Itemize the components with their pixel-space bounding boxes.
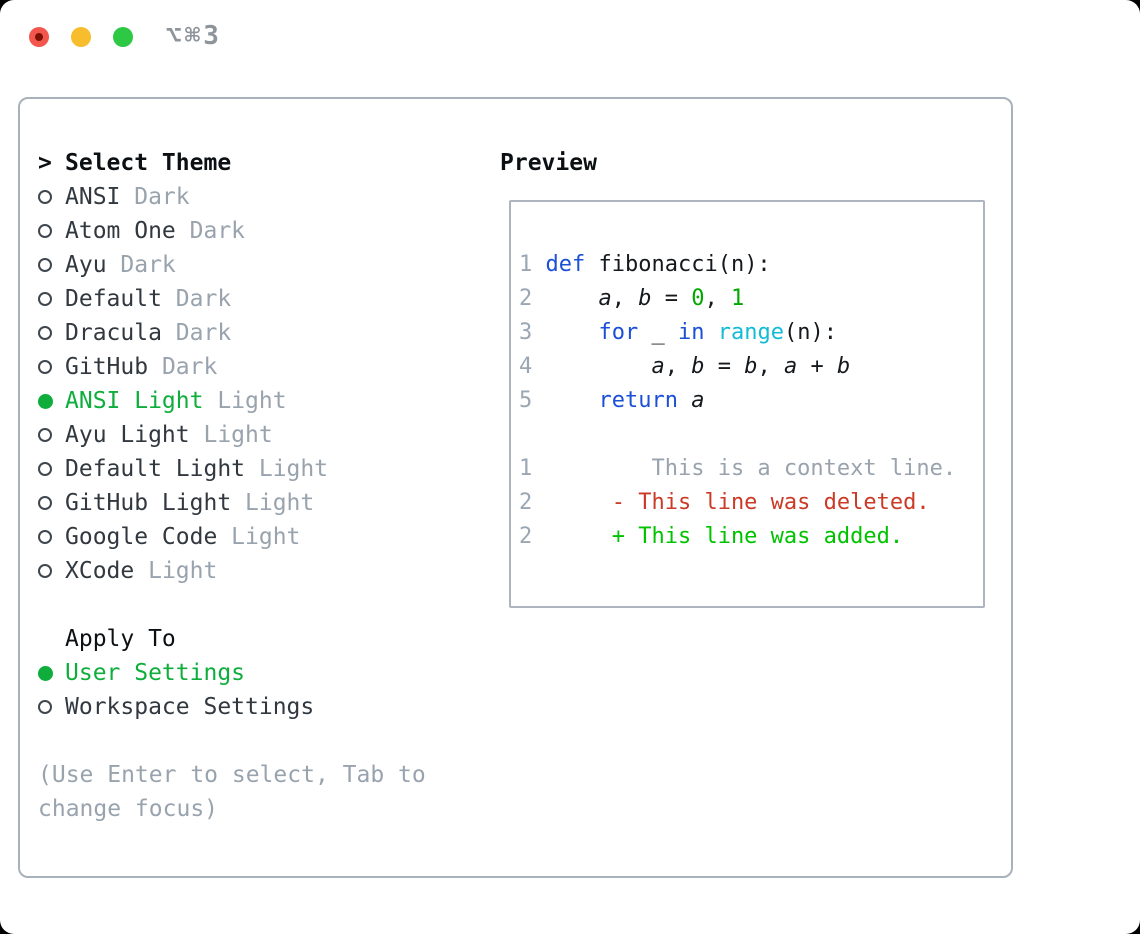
radio-marker — [38, 258, 65, 272]
traffic-lights — [29, 27, 133, 47]
theme-name: Default Light — [65, 456, 246, 482]
code-line: 2 - This line was deleted. — [519, 490, 930, 515]
apply-to-label: User Settings — [65, 660, 246, 686]
radio-marker — [38, 360, 65, 374]
radio-unselected-icon — [38, 530, 52, 544]
code-line: 5 return a — [519, 388, 705, 413]
window-title: ⌥⌘3 — [166, 21, 222, 51]
theme-variant: Light — [148, 558, 218, 584]
theme-variant: Dark — [120, 252, 176, 278]
radio-marker — [38, 393, 65, 409]
radio-unselected-icon — [38, 428, 52, 442]
select-theme-header: Select Theme — [65, 150, 232, 176]
radio-marker — [38, 700, 65, 714]
apply-to-header: Apply To — [65, 626, 176, 652]
apply-to-option[interactable]: User Settings — [38, 656, 470, 690]
theme-variant: Light — [231, 524, 301, 550]
theme-option[interactable]: Atom One Dark — [38, 214, 470, 248]
close-button[interactable] — [29, 27, 49, 47]
code-line: 2 a, b = 0, 1 — [519, 286, 745, 311]
theme-option[interactable]: Default Dark — [38, 282, 470, 316]
theme-variant: Light — [258, 456, 329, 482]
theme-variant: Dark — [134, 184, 190, 210]
apply-to-option[interactable]: Workspace Settings — [38, 690, 470, 724]
radio-unselected-icon — [38, 292, 52, 306]
radio-unselected-icon — [38, 258, 52, 272]
theme-option[interactable]: Default Light Light — [38, 452, 470, 486]
hint-text: (Use Enter to select, Tab to change focu… — [38, 762, 426, 822]
radio-marker — [38, 326, 65, 340]
theme-name: GitHub Light — [65, 490, 232, 516]
apply-to-label: Workspace Settings — [65, 694, 315, 720]
theme-name: XCode — [65, 558, 135, 584]
code-line: 1 This is a context line. — [519, 456, 957, 481]
theme-variant: Light — [203, 422, 273, 448]
theme-name: Ayu Light — [65, 422, 190, 448]
radio-marker — [38, 530, 65, 544]
theme-name: ANSI — [65, 184, 121, 210]
theme-name: Atom One — [65, 218, 176, 244]
preview-header: Preview — [500, 150, 597, 176]
radio-marker — [38, 496, 65, 510]
radio-marker — [38, 665, 65, 681]
focus-cursor: > — [38, 150, 52, 176]
theme-variant: Light — [245, 490, 315, 516]
radio-marker — [38, 190, 65, 204]
theme-variant: Light — [217, 388, 287, 414]
radio-marker — [38, 564, 65, 578]
radio-unselected-icon — [38, 496, 52, 510]
theme-option[interactable]: Ayu Dark — [38, 248, 470, 282]
theme-option[interactable]: ANSI Dark — [38, 180, 470, 214]
theme-variant: Dark — [189, 218, 246, 244]
theme-name: GitHub — [65, 354, 149, 380]
theme-name: Dracula — [65, 320, 162, 346]
theme-variant: Dark — [175, 286, 232, 312]
radio-unselected-icon — [38, 564, 52, 578]
code-blank-line — [519, 418, 983, 452]
radio-marker — [38, 428, 65, 442]
radio-marker — [38, 462, 65, 476]
theme-option[interactable]: Google Code Light — [38, 520, 470, 554]
radio-unselected-icon — [38, 326, 52, 340]
code-line: 4 a, b = b, a + b — [519, 354, 851, 379]
radio-selected-icon — [38, 665, 53, 681]
spacer — [38, 724, 470, 758]
theme-option[interactable]: Dracula Dark — [38, 316, 470, 350]
theme-option[interactable]: GitHub Light Light — [38, 486, 470, 520]
select-theme-header-row: > Select Theme — [38, 146, 470, 180]
radio-unselected-icon — [38, 700, 52, 714]
theme-name: ANSI Light — [65, 388, 204, 414]
radio-unselected-icon — [38, 360, 52, 374]
radio-unselected-icon — [38, 190, 52, 204]
theme-variant: Dark — [175, 320, 232, 346]
radio-unselected-icon — [38, 462, 52, 476]
radio-marker — [38, 224, 65, 238]
code-line: 1 def fibonacci(n): — [519, 252, 771, 277]
apply-to-header-row: Apply To — [38, 622, 470, 656]
theme-name: Default — [65, 286, 162, 312]
theme-option[interactable]: ANSI Light Light — [38, 384, 470, 418]
radio-selected-icon — [38, 393, 53, 409]
theme-option[interactable]: XCode Light — [38, 554, 470, 588]
preview-box: 1 def fibonacci(n): 2 a, b = 0, 1 3 for _ … — [509, 200, 985, 608]
minimize-button[interactable] — [71, 27, 91, 47]
theme-variant: Dark — [161, 354, 218, 380]
zoom-button[interactable] — [113, 27, 133, 47]
theme-name: Ayu — [65, 252, 107, 278]
theme-option[interactable]: GitHub Dark — [38, 350, 470, 384]
spacer — [38, 588, 470, 622]
code-line: 3 for _ in range(n): — [519, 320, 837, 345]
radio-marker — [38, 292, 65, 306]
code-line: 2 + This line was added. — [519, 524, 904, 549]
radio-unselected-icon — [38, 224, 52, 238]
theme-option[interactable]: Ayu Light Light — [38, 418, 470, 452]
theme-name: Google Code — [65, 524, 218, 550]
